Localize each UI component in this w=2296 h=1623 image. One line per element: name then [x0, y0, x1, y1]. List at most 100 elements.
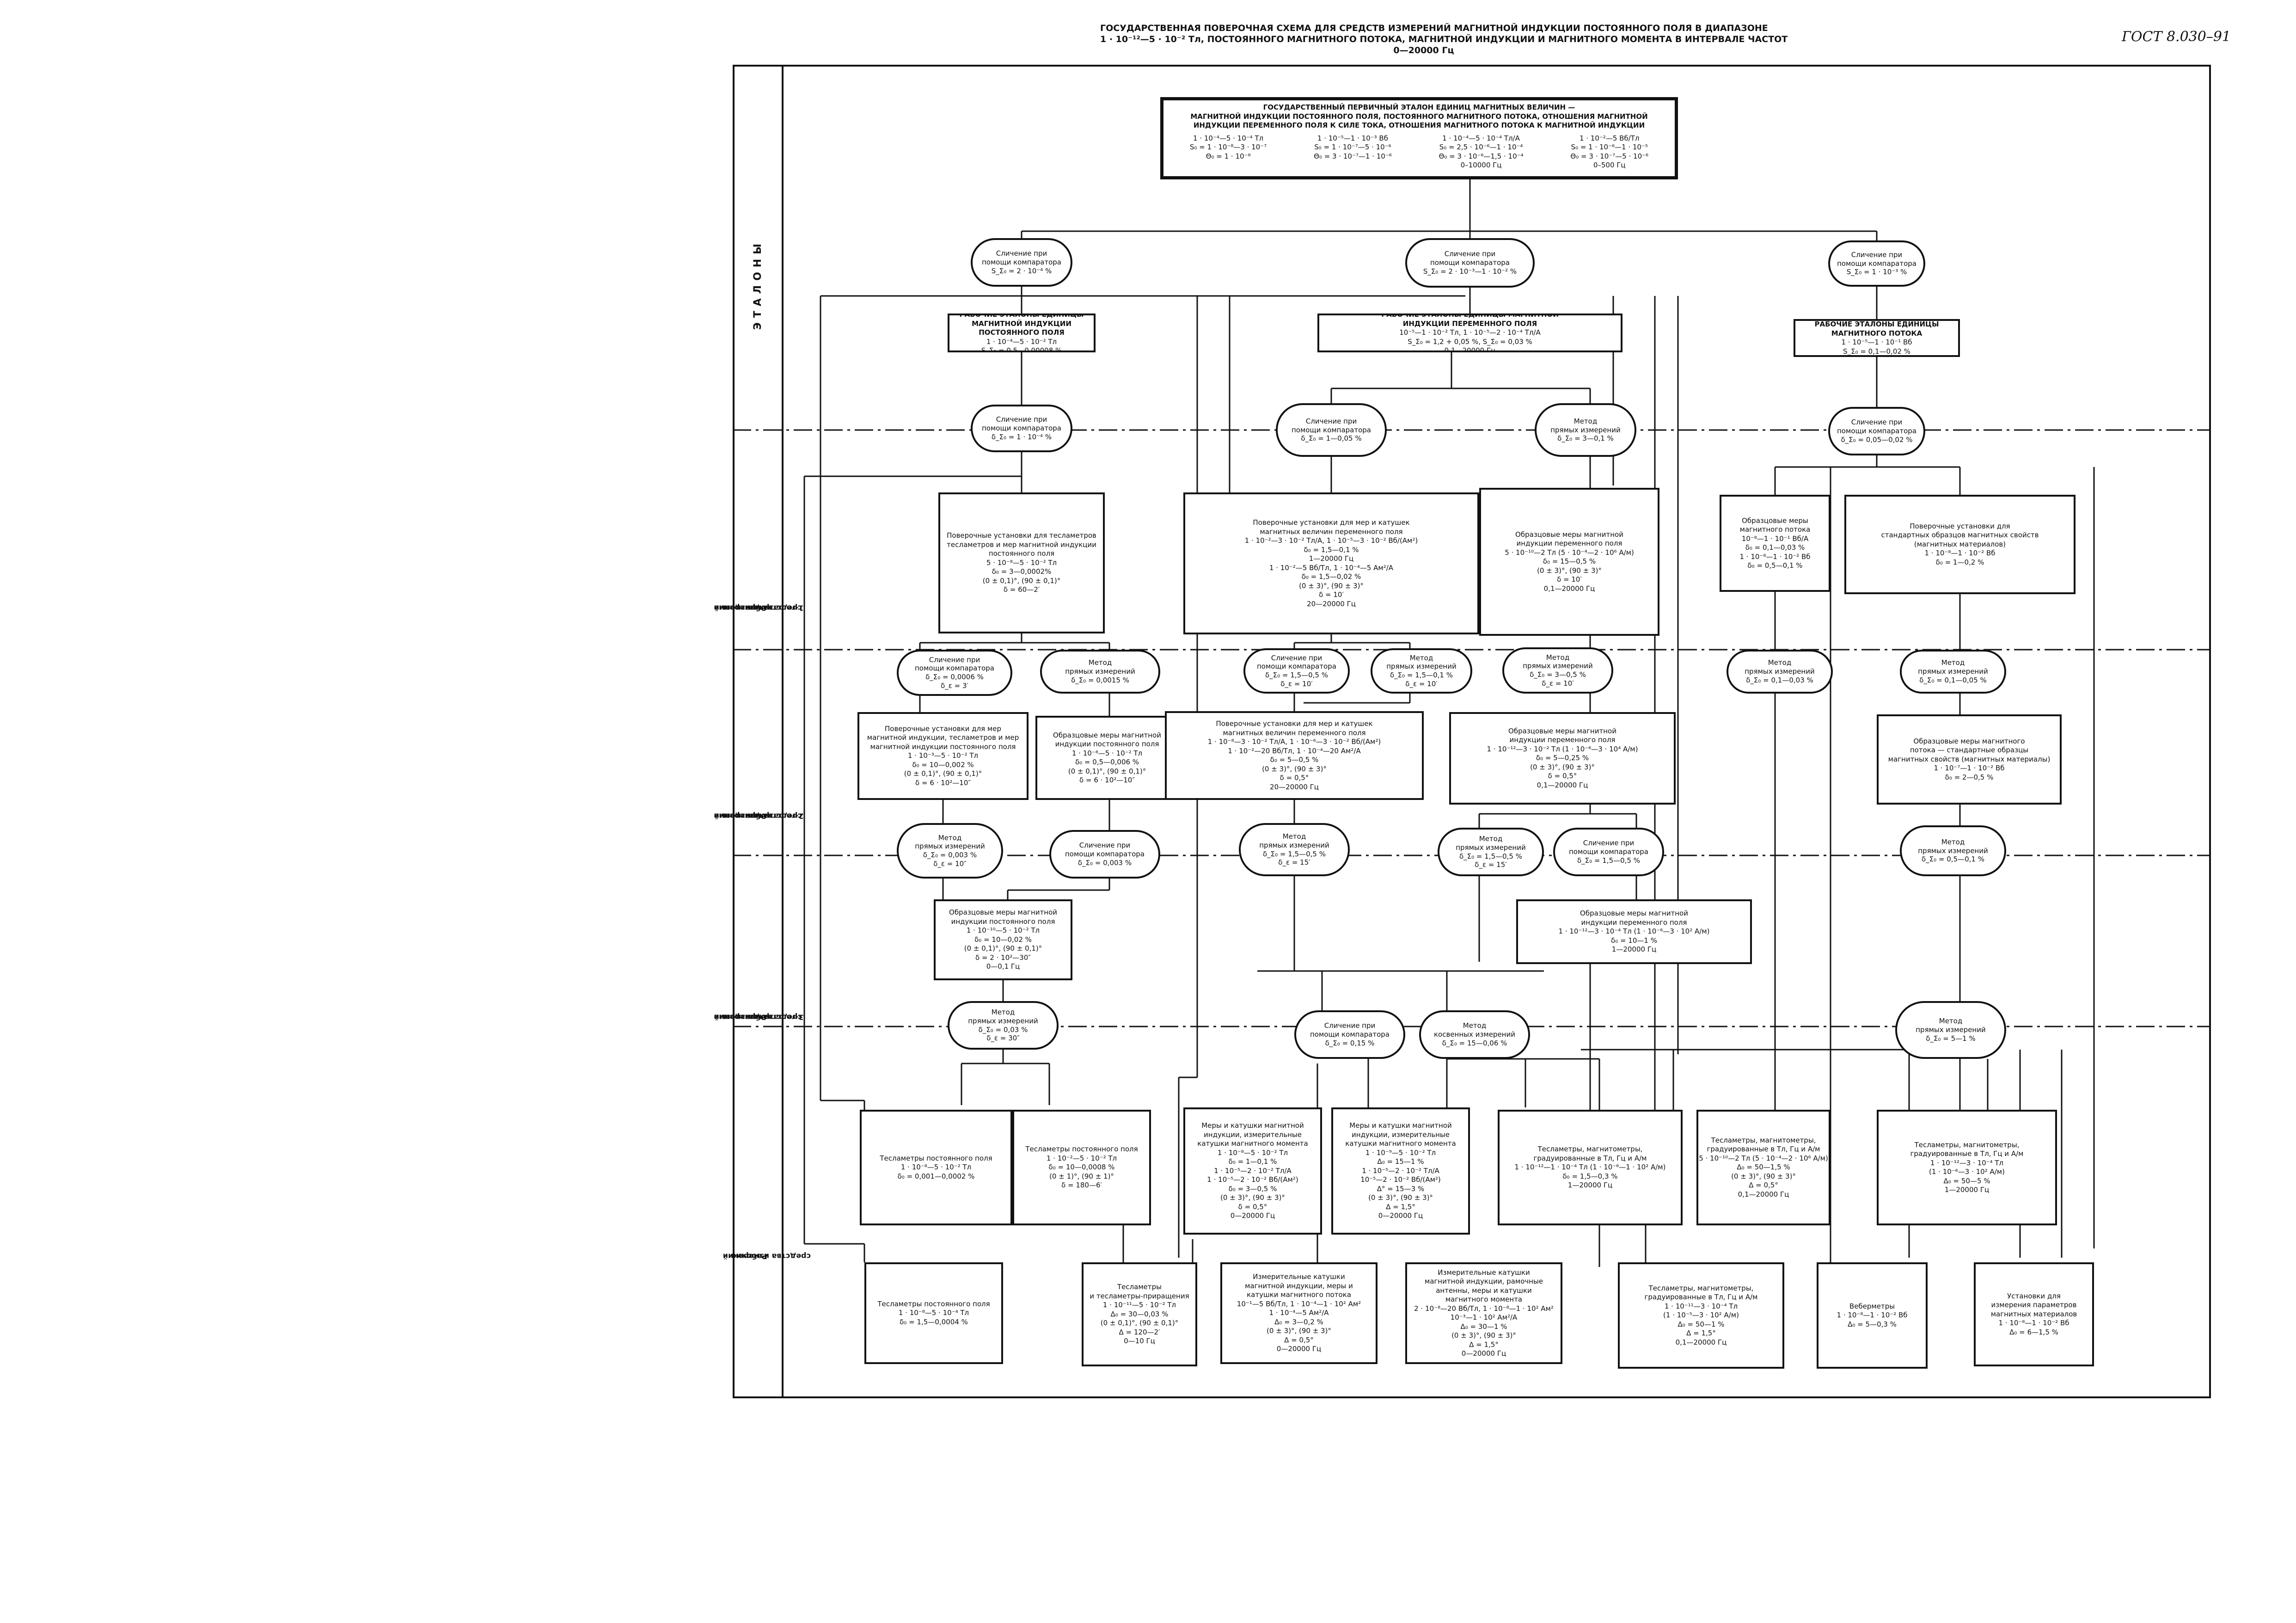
node-line: помощи компаратора — [1430, 258, 1510, 267]
node-line: 1 · 10⁻⁸—3 · 10⁻² Тл/А, 1 · 10⁻⁶—3 · 10⁻… — [1207, 738, 1381, 746]
node-line: δ = 180—6′ — [1061, 1181, 1102, 1190]
node-line: помощи компаратора — [981, 258, 1062, 267]
node-line: δ_Σ₀ = 5—1 % — [1926, 1034, 1976, 1043]
node-line: Метод — [1088, 658, 1112, 667]
node-line: индукции переменного поля — [1516, 539, 1623, 548]
node-w1-6: Тесламетры, магнитометры,градуированные … — [1696, 1110, 1831, 1225]
node-line: 0,1—20000 Гц — [1675, 1338, 1727, 1346]
node-line: 1—20000 Гц — [1309, 554, 1354, 563]
node-line: δ = 2 · 10²—30″ — [975, 953, 1031, 962]
node-line: магнитных величин переменного поля — [1260, 527, 1403, 536]
node-line: 1 · 10⁻⁵—2 · 10⁻² Вб/(Ам²) — [1207, 1175, 1298, 1184]
node-line: 1 · 10⁻⁵—1 · 10⁻¹ Вб — [1841, 338, 1912, 346]
node-line: (0 ± 3)°, (90 ± 3)° — [1451, 1331, 1516, 1340]
node-line: δ_Σ₀ = 1,5—0,5 % — [1262, 849, 1326, 858]
node-line: 1 · 10⁻²—20 Вб/Тл, 1 · 10⁻⁴—20 Ам²/А — [1228, 746, 1361, 755]
node-line: δ_Σ₀ = 0,05—0,02 % — [1841, 435, 1913, 444]
node-line: δ_ε = 10′ — [1405, 679, 1438, 688]
node-line: 10⁻¹—5 Вб/Тл, 1 · 10⁻⁴—1 · 10² Ам² — [1237, 1299, 1361, 1308]
node-line: Метод — [1941, 658, 1965, 667]
node-line: δ₀ = 0,5—0,006 % — [1075, 758, 1139, 766]
node-line: Поверочные установки для мер и катушек — [1216, 719, 1373, 728]
node-line: δ_Σ₀ = 1,5—0,1 % — [1390, 671, 1453, 679]
node-line: прямых измерений — [1918, 667, 1988, 676]
node-line: Сличение при — [1583, 839, 1635, 848]
node-line: помощи компаратора — [914, 664, 995, 673]
node-line: антенны, меры и катушки — [1436, 1286, 1532, 1295]
node-line: помощи компаратора — [1310, 1030, 1390, 1039]
node-line: Δ = 120—2′ — [1119, 1328, 1160, 1336]
node-line: 10⁻⁵—2 · 10⁻² Вб/(Ам²) — [1360, 1175, 1441, 1184]
node-line: прямых измерений — [1523, 662, 1593, 670]
node-line: косвенных измерений — [1434, 1030, 1515, 1039]
node-line: 1 · 10⁻⁴—5 Ам²/А — [1269, 1309, 1329, 1317]
node-line: δ_Σ₀ = 0,003 % — [923, 851, 977, 859]
node-line: δ₀ = 15—0,5 % — [1543, 557, 1596, 566]
node-line: Тесламетры, магнитометры, — [1711, 1136, 1816, 1144]
node-line: индукции постоянного поля — [951, 917, 1055, 926]
node-line: Δ₀ = 50—1,5 % — [1737, 1163, 1790, 1172]
node-line: δ₀ = 1,5—0,3 % — [1562, 1172, 1618, 1180]
primary-title-1: ГОСУДАРСТВЕННЫЙ ПЕРВИЧНЫЙ ЭТАЛОН ЕДИНИЦ … — [1263, 103, 1575, 111]
node-line: катушки магнитного момента — [1197, 1139, 1308, 1148]
node-line: 0—10 Гц — [1124, 1337, 1155, 1346]
node-line: прямых измерений — [915, 842, 985, 851]
node-line: δ₀ = 5—0,25 % — [1536, 754, 1589, 762]
node-line: δ₀ = 1,5—0,1 % — [1304, 545, 1359, 554]
node-line: δ = 60—2′ — [1003, 585, 1040, 594]
node-line: прямых измерений — [1916, 1026, 1986, 1034]
node-line: магнитной индукции постоянного поля — [870, 742, 1016, 751]
node-line: δ_Σ₀ = 1 · 10⁻⁴ % — [991, 432, 1052, 441]
node-line: индукции переменного поля — [1581, 918, 1687, 927]
node-line: 1 · 10⁻⁴—5 · 10⁻² Тл — [986, 337, 1057, 346]
node-line: δ_Σ₀ = 3—0,5 % — [1530, 670, 1586, 679]
node-line: 20—20000 Гц — [1307, 599, 1356, 608]
node-line: прямых измерений — [1065, 667, 1135, 676]
node-line: 10⁻³—1 · 10² Ам²/А — [1450, 1313, 1518, 1322]
node-line: δ = 0,5° — [1548, 772, 1577, 781]
node-line: δ₀ = 3—0,5 % — [1228, 1184, 1277, 1193]
node-line: (0 ± 0,1)°, (90 ± 0,1)° — [982, 576, 1061, 585]
node-line: S_Σ₀ = 2 · 10⁻⁴ % — [991, 266, 1052, 275]
node-line: Поверочные установки для тесламетров — [947, 531, 1096, 540]
node-line: Δ₀ = 5—0,3 % — [1848, 1320, 1897, 1328]
node-line: катушки магнитного потока — [1247, 1291, 1351, 1299]
node-line: 1 · 10⁻⁸—5 · 10⁻² Тл — [1217, 1148, 1288, 1157]
node-line: помощи компаратора — [1568, 848, 1649, 856]
node-line: Метод — [938, 833, 962, 842]
node-line: 1 · 10⁻¹²—3 · 10⁻⁴ Тл — [1930, 1158, 2004, 1167]
primary-standard-box: ГОСУДАРСТВЕННЫЙ ПЕРВИЧНЫЙ ЭТАЛОН ЕДИНИЦ … — [1160, 97, 1678, 179]
node-line: δ₀ = 2—0,5 % — [1945, 773, 1994, 781]
node-line: (0 ± 0,1)°, (90 ± 0,1)° — [964, 944, 1042, 953]
node-line: (0 ± 1)°, (90 ± 1)° — [1049, 1172, 1114, 1180]
node-line: Метод — [1941, 837, 1965, 846]
node-line: магнитного момента — [1445, 1295, 1523, 1303]
node-line: Сличение при — [1324, 1021, 1376, 1030]
node-line: тесламетров и мер магнитной индукции — [947, 540, 1096, 549]
node-line: Тесламетры постоянного поля — [877, 1299, 990, 1308]
node-w1-7: Тесламетры, магнитометры,градуированные … — [1877, 1110, 2057, 1225]
node-line: δ_ε = 30″ — [986, 1034, 1020, 1043]
node-line: Метод — [1574, 417, 1598, 425]
node-line: Образцовые меры магнитной — [949, 908, 1057, 917]
node-line: δ_Σ₀ = 3—0,1 % — [1557, 434, 1614, 443]
node-line: Δ₀ = 6—1,5 % — [2009, 1328, 2058, 1336]
node-line: 10⁻⁵—1 · 10⁻² Тл, 1 · 10⁻⁵—2 · 10⁻⁴ Тл/А — [1399, 328, 1541, 337]
